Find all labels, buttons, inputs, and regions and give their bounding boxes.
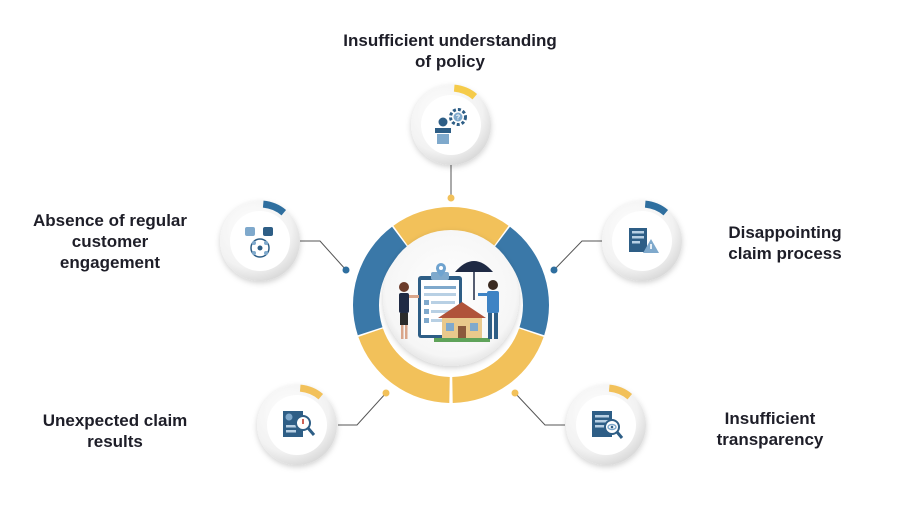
connector-dot-bottom-right xyxy=(511,389,519,397)
challenge-label-line: engagement xyxy=(59,253,161,272)
challenge-label-line: Disappointing xyxy=(728,223,842,242)
challenge-label-bottom-left: Unexpected claim results xyxy=(15,410,215,452)
challenge-bubble-bottom-left xyxy=(257,384,337,465)
svg-text:?: ? xyxy=(456,115,460,122)
challenge-label-line: Unexpected claim xyxy=(42,411,188,430)
center-illustration xyxy=(383,230,519,366)
challenge-label-line: Insufficient xyxy=(724,409,816,428)
connector-dot-bottom-left xyxy=(382,389,390,397)
challenge-label-line: Absence of regular xyxy=(33,211,187,230)
ring-segment-bottom-right xyxy=(452,328,544,403)
accent-arc xyxy=(262,200,287,216)
feedback-network-icon xyxy=(245,227,273,258)
connector-bottom-left xyxy=(338,392,387,426)
connector-dot-right xyxy=(550,266,558,274)
accent-arc xyxy=(453,84,478,100)
challenge-bubble-left xyxy=(220,200,300,281)
connector-dot-top xyxy=(447,194,455,202)
ring-segment-left xyxy=(353,226,408,336)
connector-right xyxy=(553,240,603,271)
connector-bottom-right xyxy=(514,392,565,426)
accent-arc xyxy=(299,384,324,400)
speaker-question-gear-icon: ? xyxy=(435,108,467,144)
accent-arc xyxy=(608,384,633,400)
document-eye-icon xyxy=(592,411,624,439)
challenge-label-line: results xyxy=(87,432,143,451)
challenge-label-left: Absence of regular customer engagement xyxy=(10,210,210,273)
insurance-claim-illustration-icon xyxy=(399,261,499,342)
challenge-bubbles: ? xyxy=(220,84,682,465)
document-warning-icon xyxy=(629,228,659,253)
challenge-bubble-bottom-right xyxy=(566,384,646,465)
challenge-label-line: of policy xyxy=(415,52,485,71)
challenge-label-top: Insufficient understanding of policy xyxy=(300,30,600,72)
connectors xyxy=(300,165,603,426)
challenge-label-bottom-right: Insufficient transparency xyxy=(690,408,850,450)
challenge-label-line: claim process xyxy=(728,244,842,263)
challenge-label-line: transparency xyxy=(716,430,824,449)
ring-segment-right xyxy=(494,226,549,336)
challenge-bubble-right xyxy=(602,200,682,281)
connector-left xyxy=(300,240,347,271)
challenge-label-line: Insufficient understanding xyxy=(343,31,557,50)
challenge-label-line: customer xyxy=(71,232,149,251)
ring-segment-bottom-left xyxy=(358,328,450,403)
connector-dot-left xyxy=(342,266,350,274)
accent-arc xyxy=(644,200,669,216)
challenge-label-right: Disappointing claim process xyxy=(700,222,870,264)
document-alert-search-icon xyxy=(283,411,316,437)
challenge-bubble-top: ? xyxy=(411,84,491,165)
connector-dots xyxy=(342,194,558,397)
